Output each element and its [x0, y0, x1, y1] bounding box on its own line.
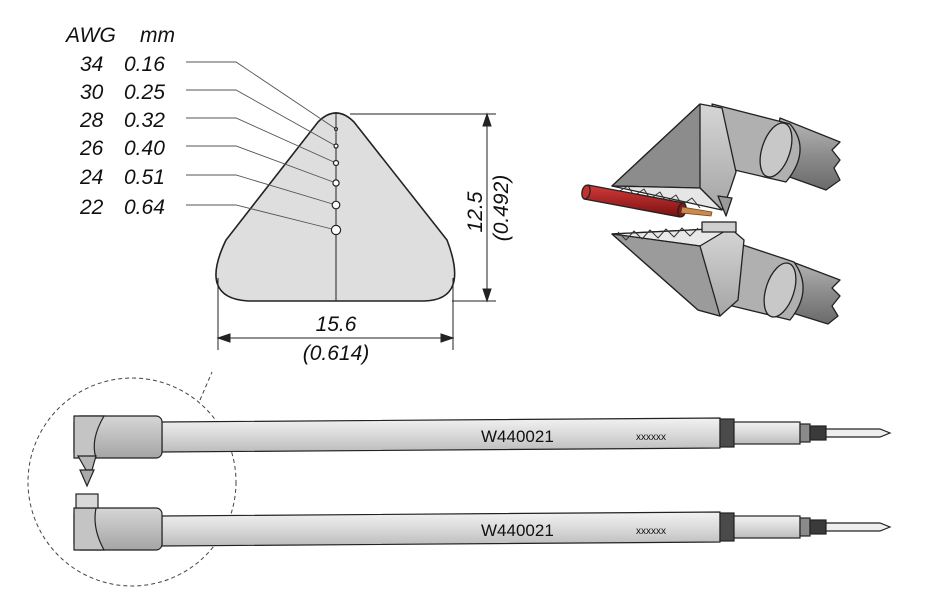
- height-mm-label: 12.5: [464, 191, 487, 232]
- mm-value: 0.64: [124, 196, 165, 219]
- lower-part-number: W440021: [481, 521, 554, 540]
- tip-3d-view: [581, 103, 841, 325]
- width-inch-label: (0.614): [303, 342, 370, 365]
- gauge-holes: [330, 126, 342, 236]
- mm-value: 0.16: [124, 53, 165, 76]
- lower-code: xxxxxx: [636, 526, 666, 537]
- awg-value: 34: [80, 53, 103, 76]
- lower-cartridge: [73, 493, 892, 551]
- height-inch-label: (0.492): [490, 175, 513, 242]
- lower-serrations: [617, 227, 699, 241]
- mm-header: mm: [140, 24, 175, 47]
- mm-value: 0.32: [124, 109, 165, 132]
- red-wire: [581, 184, 713, 218]
- upper-cartridge: [73, 415, 892, 488]
- awg-header: AWG: [64, 24, 116, 47]
- wire-gauge-table: AWG mm 34 0.16 30 0.25 28 0.32 26 0.40 2…: [64, 24, 175, 219]
- upper-code: xxxxxx: [636, 432, 666, 443]
- upper-band: [719, 418, 735, 448]
- upper-pin: [825, 428, 892, 438]
- awg-value: 22: [79, 196, 104, 219]
- awg-value: 30: [80, 81, 104, 104]
- upper-head-point: [79, 469, 95, 488]
- mm-value: 0.25: [124, 81, 165, 104]
- height-dimension: [350, 112, 496, 303]
- upper-tip-point: [717, 195, 733, 217]
- mm-value: 0.51: [124, 166, 165, 189]
- leader-lines: [186, 61, 337, 231]
- tip-profile: 12.5 (0.492) 15.6 (0.614): [186, 61, 513, 365]
- detail-callout: [27, 371, 237, 587]
- awg-value: 26: [79, 137, 104, 160]
- lower-head-stub: [75, 493, 99, 509]
- lower-band: [719, 512, 735, 542]
- awg-value: 28: [79, 109, 104, 132]
- awg-value: 24: [79, 166, 103, 189]
- width-mm-label: 15.6: [316, 313, 357, 336]
- width-dimension: [216, 278, 455, 350]
- lower-pin: [825, 522, 892, 532]
- upper-part-number: W440021: [481, 427, 554, 446]
- mm-value: 0.40: [124, 137, 165, 160]
